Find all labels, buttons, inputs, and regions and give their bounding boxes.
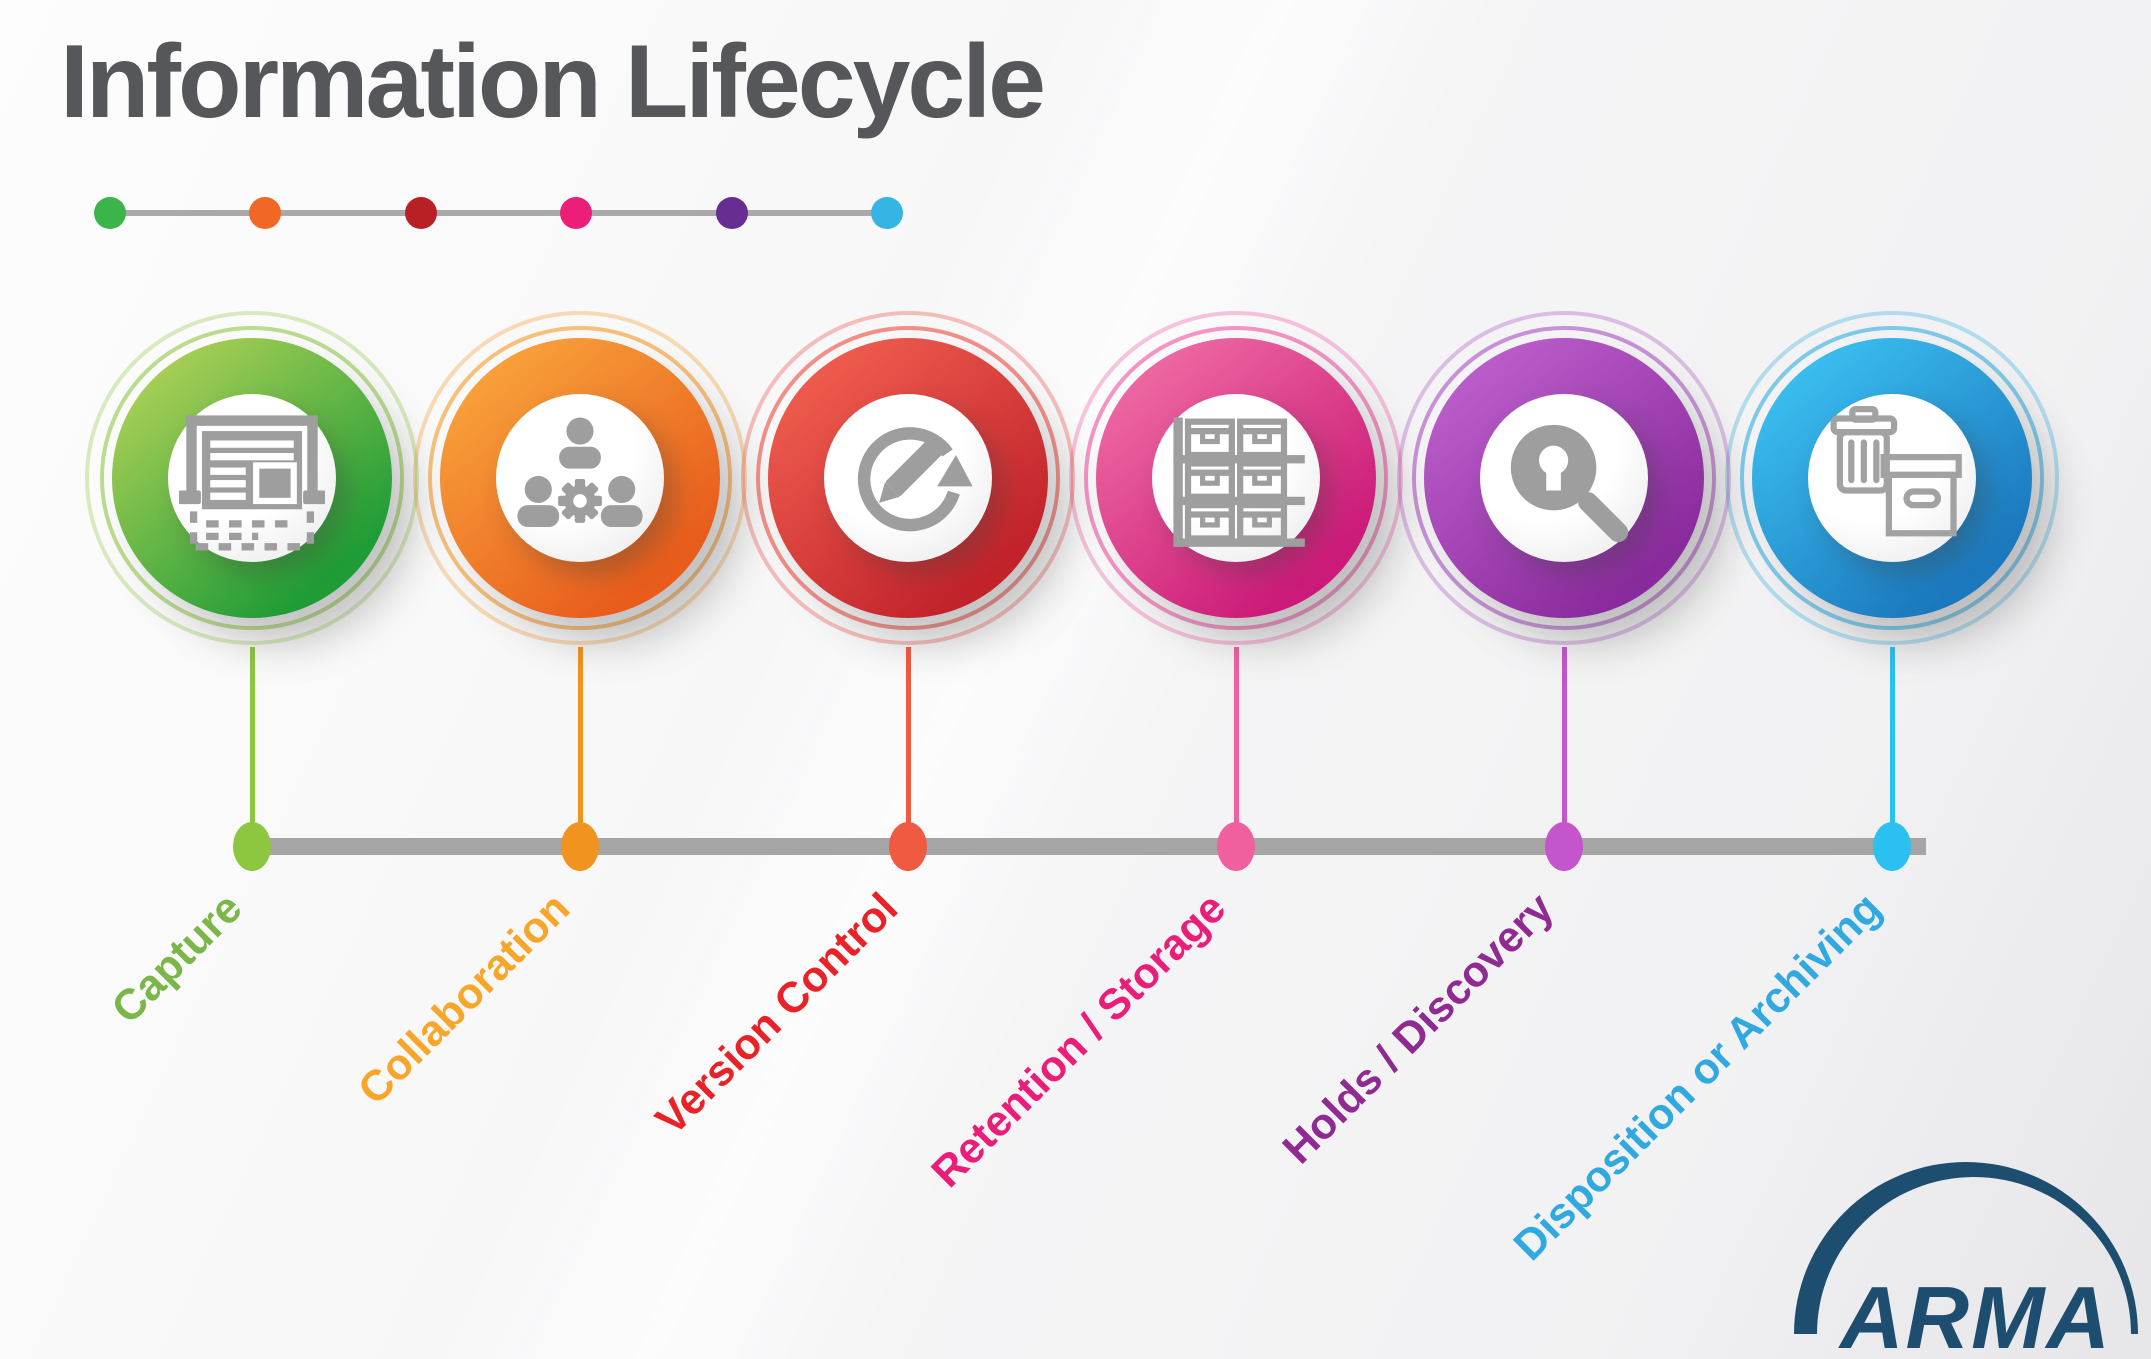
trash-archive-icon bbox=[1830, 406, 1962, 537]
main-ring bbox=[112, 338, 392, 618]
stage-connector bbox=[578, 647, 583, 827]
timeline-dot-collaboration bbox=[561, 822, 599, 871]
stage-circle-disposition-archiving bbox=[1725, 311, 2059, 645]
timeline-dot-holds-discovery bbox=[1545, 822, 1583, 871]
document-scan-icon bbox=[179, 415, 325, 551]
timeline-dot-capture bbox=[233, 822, 271, 871]
main-ring bbox=[1752, 338, 2032, 618]
stage-connector bbox=[1234, 647, 1239, 827]
stage-connector bbox=[1890, 647, 1895, 827]
arma-logo-text: ARMA bbox=[1838, 1268, 2112, 1357]
stage-label-capture: Capture bbox=[102, 884, 251, 1033]
arma-logo: ARMA bbox=[1788, 1152, 2150, 1359]
title-dot-retention bbox=[560, 197, 592, 229]
stage-connector bbox=[906, 647, 911, 827]
stage-circle-capture bbox=[85, 311, 419, 645]
stage-label-retention-storage: Retention / Storage bbox=[922, 884, 1235, 1197]
title-dot-version-control bbox=[405, 197, 437, 229]
storage-shelf-icon bbox=[1173, 417, 1305, 547]
stage-connector bbox=[1562, 647, 1567, 827]
arma-arch-icon bbox=[1794, 1162, 2138, 1334]
main-ring bbox=[1424, 338, 1704, 618]
title-dot-capture bbox=[94, 197, 126, 229]
main-ring bbox=[1096, 338, 1376, 618]
inner-disc bbox=[824, 394, 992, 562]
stage-circle-holds-discovery bbox=[1397, 311, 1731, 645]
team-gear-icon bbox=[517, 417, 643, 528]
title-dot-disposition bbox=[871, 197, 903, 229]
stage-circle-version-control bbox=[741, 311, 1075, 645]
inner-disc bbox=[168, 394, 336, 562]
stage-label-holds-discovery: Holds / Discovery bbox=[1273, 884, 1563, 1174]
title-rule-line bbox=[110, 210, 888, 216]
timeline-bar bbox=[252, 838, 1926, 855]
stage-circle-retention-storage bbox=[1069, 311, 1403, 645]
page-title: Information Lifecycle bbox=[60, 24, 1046, 140]
stage-connector bbox=[250, 647, 255, 827]
stage-circle-collaboration bbox=[413, 311, 747, 645]
inner-disc bbox=[1480, 394, 1648, 562]
inner-disc bbox=[1152, 394, 1320, 562]
inner-disc bbox=[1808, 394, 1976, 562]
main-ring bbox=[768, 338, 1048, 618]
main-ring bbox=[440, 338, 720, 618]
rotate-pencil-icon bbox=[857, 427, 973, 532]
timeline-dot-disposition-archiving bbox=[1873, 822, 1911, 871]
title-dot-collaboration bbox=[249, 197, 281, 229]
arma-logo-graphic: ARMA bbox=[1794, 1162, 2138, 1359]
stage-label-collaboration: Collaboration bbox=[349, 884, 579, 1114]
stage-label-version-control: Version Control bbox=[646, 884, 907, 1145]
title-dot-holds bbox=[716, 197, 748, 229]
timeline-dot-retention-storage bbox=[1217, 822, 1255, 871]
keyhole-search-icon bbox=[1510, 424, 1629, 543]
timeline-dot-version-control bbox=[889, 822, 927, 871]
inner-disc bbox=[496, 394, 664, 562]
